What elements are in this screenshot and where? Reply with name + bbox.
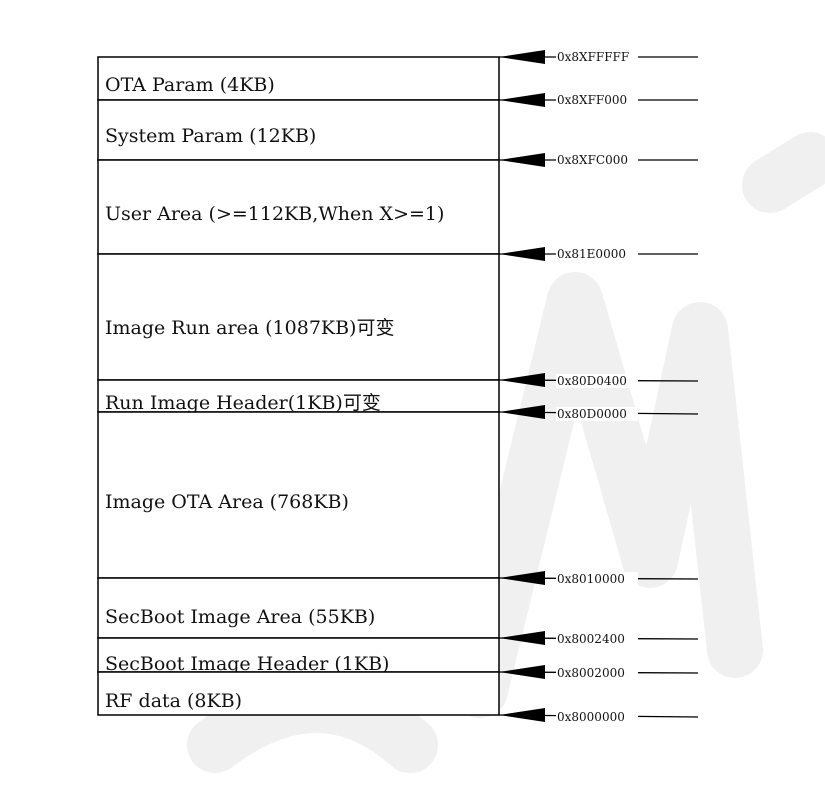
address-arrow: [499, 571, 545, 585]
memory-region-box: [97, 253, 500, 381]
memory-region-label: Run Image Header(1KB)可变: [105, 392, 381, 414]
address-label-background: [556, 572, 638, 586]
address-label: 0x80D0400: [557, 374, 627, 388]
address-label: 0x81E0000: [557, 247, 626, 261]
address-label-background: [556, 50, 638, 64]
address-arrow: [499, 93, 545, 107]
address-label: 0x8000000: [557, 710, 625, 724]
address-label-background: [556, 710, 638, 724]
address-arrow: [499, 708, 545, 722]
memory-region-box: [97, 159, 500, 255]
address-label: 0x80D0000: [557, 407, 627, 421]
address-label-background: [556, 247, 638, 261]
memory-region-label: Image OTA Area (768KB): [105, 491, 349, 513]
memory-region-label: SecBoot Image Area (55KB): [105, 606, 375, 628]
address-arrow: [499, 50, 545, 64]
memory-region-label: SecBoot Image Header (1KB): [105, 653, 389, 675]
address-arrow: [499, 631, 545, 645]
memory-region-label: RF data (8KB): [105, 690, 242, 712]
memory-region-box: [97, 671, 500, 716]
memory-region-label: Image Run area (1087KB)可变: [105, 317, 394, 339]
address-label-background: [556, 374, 638, 388]
address-label-background: [556, 632, 638, 646]
address-arrow: [499, 247, 545, 261]
address-label: 0x8010000: [557, 572, 625, 586]
address-label-background: [556, 93, 638, 107]
memory-regions: OTA Param (4KB) System Param (12KB) User A…: [97, 56, 500, 716]
memory-region-box: [97, 637, 500, 673]
address-arrow: [499, 665, 545, 679]
memory-region-label: User Area (>=112KB,When X>=1): [105, 203, 444, 225]
memory-region-box: [97, 56, 500, 101]
address-arrow: [499, 373, 545, 387]
address-label: 0x8XFF000: [557, 93, 627, 107]
memory-region-box: [97, 577, 500, 639]
address-label: 0x8002400: [557, 632, 625, 646]
address-label-background: [556, 666, 638, 680]
memory-region-box: [97, 99, 500, 161]
address-label-background: [556, 153, 638, 167]
address-arrow: [499, 153, 545, 167]
address-label-background: [556, 407, 638, 421]
address-markers: 0x8XFFFFF 0x8XFF000 0x8XFC000 0x81E0000 0x80…: [498, 50, 699, 724]
address-label: 0x8002000: [557, 666, 625, 680]
memory-region-label: OTA Param (4KB): [105, 74, 275, 96]
address-arrow: [499, 405, 545, 419]
address-label: 0x8XFC000: [557, 153, 628, 167]
address-label: 0x8XFFFFF: [557, 50, 629, 64]
memory-region-label: System Param (12KB): [105, 125, 316, 147]
